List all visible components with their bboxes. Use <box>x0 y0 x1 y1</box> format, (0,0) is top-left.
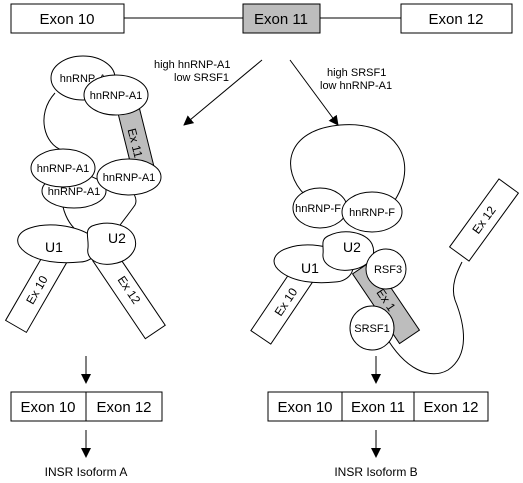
left-hnrnp-a1-low-label: hnRNP-A1 <box>48 186 101 198</box>
exon-11-box <box>242 3 321 34</box>
right-srsf1 <box>349 305 395 351</box>
arrow-to-isoform-b <box>289 59 339 126</box>
exon-10-box <box>10 3 125 34</box>
exon-12-box <box>400 3 513 34</box>
right-u1-label: U1 <box>301 260 319 276</box>
left-condition-1: high hnRNP-A1 <box>154 59 230 71</box>
isoform-b-exon10-label: Exon 10 <box>277 399 332 416</box>
isoform-b-exon12-box <box>413 391 489 422</box>
right-srsf3-label: RSF3 <box>374 264 402 276</box>
isoform-b-exon10-box <box>267 391 343 422</box>
exon-11-label: Exon 11 <box>254 11 308 28</box>
gene-structure: Exon 10 Exon 11 Exon 12 <box>10 3 513 34</box>
right-srsf3 <box>365 248 407 290</box>
isoform-b-exon12-label: Exon 12 <box>423 399 478 416</box>
exon-10-label: Exon 10 <box>39 11 94 28</box>
isoform-a-exon12-label: Exon 12 <box>96 399 151 416</box>
isoform-b-name: INSR Isoform B <box>334 465 417 479</box>
isoform-b-exon11-label: Exon 11 <box>351 399 405 416</box>
right-u2-label: U2 <box>343 239 361 255</box>
right-u2-snrnp <box>322 231 374 271</box>
left-condition-2: low SRSF1 <box>174 72 229 84</box>
isoform-a: Exon 10 Exon 12 INSR Isoform A <box>10 356 163 479</box>
left-hnrnp-a1-top <box>83 74 149 116</box>
branch-arrows: high hnRNP-A1 low SRSF1 high SRSF1 low h… <box>154 59 392 126</box>
right-hnrnp-f-right-label: hnRNP-F <box>349 207 395 219</box>
arrow-to-isoform-a <box>183 59 263 126</box>
right-condition-2: low hnRNP-A1 <box>320 80 392 92</box>
right-complex: Ex 10 Ex 1 Ex 12 hnRNP-F hnRNP-F U1 U2 R… <box>250 124 520 375</box>
left-u2-snrnp <box>86 222 136 265</box>
right-hnrnp-f-left-label: hnRNP-F <box>295 203 341 215</box>
left-hnrnp-a1-mid-left-label: hnRNP-A1 <box>37 163 90 175</box>
left-hnrnp-a1-mid-left <box>30 148 96 188</box>
isoform-a-name: INSR Isoform A <box>45 465 128 479</box>
isoform-b: Exon 10 Exon 11 Exon 12 INSR Isoform B <box>267 356 489 479</box>
isoform-b-exon11-box <box>341 391 415 422</box>
isoform-a-exon10-label: Exon 10 <box>20 399 75 416</box>
right-hnrnp-f-right <box>341 191 403 233</box>
left-complex: Ex 11 hnRNP-A hnRNP-A1 hnRNP-A1 hnRNP-A1… <box>4 55 166 340</box>
left-hnrnp-a1-top-label: hnRNP-A1 <box>90 90 143 102</box>
exon-12-label: Exon 12 <box>428 11 483 28</box>
right-srsf1-label: SRSF1 <box>354 323 389 335</box>
left-u1-label: U1 <box>45 239 63 255</box>
right-condition-1: high SRSF1 <box>327 67 386 79</box>
right-rna-tail <box>384 261 464 375</box>
left-u1-snrnp <box>17 224 99 264</box>
left-hnrnp-a1-mid-right-label: hnRNP-A1 <box>103 172 156 184</box>
right-ex12-box <box>448 178 520 262</box>
left-hnrnp-a1-mid-right <box>96 158 162 196</box>
isoform-a-exon12-box <box>85 391 163 422</box>
right-rna-loop <box>290 124 406 201</box>
left-u2-label: U2 <box>108 230 126 246</box>
